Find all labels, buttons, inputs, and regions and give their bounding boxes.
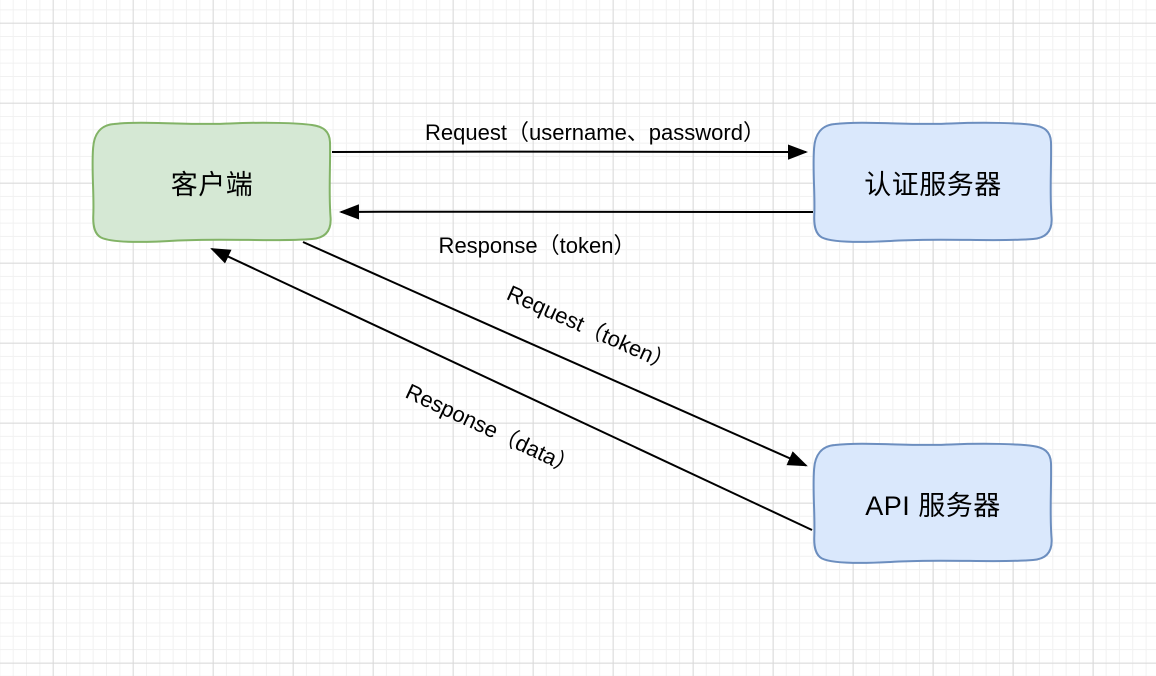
edge-response-data-line bbox=[210, 248, 813, 531]
edge-response-token-line bbox=[339, 204, 814, 220]
node-api-server-shape bbox=[812, 442, 1053, 564]
edge-request-token-line bbox=[302, 241, 808, 467]
node-client-shape bbox=[91, 121, 332, 243]
edge-request-credentials-line bbox=[331, 144, 808, 160]
node-auth-server-shape bbox=[812, 121, 1053, 243]
